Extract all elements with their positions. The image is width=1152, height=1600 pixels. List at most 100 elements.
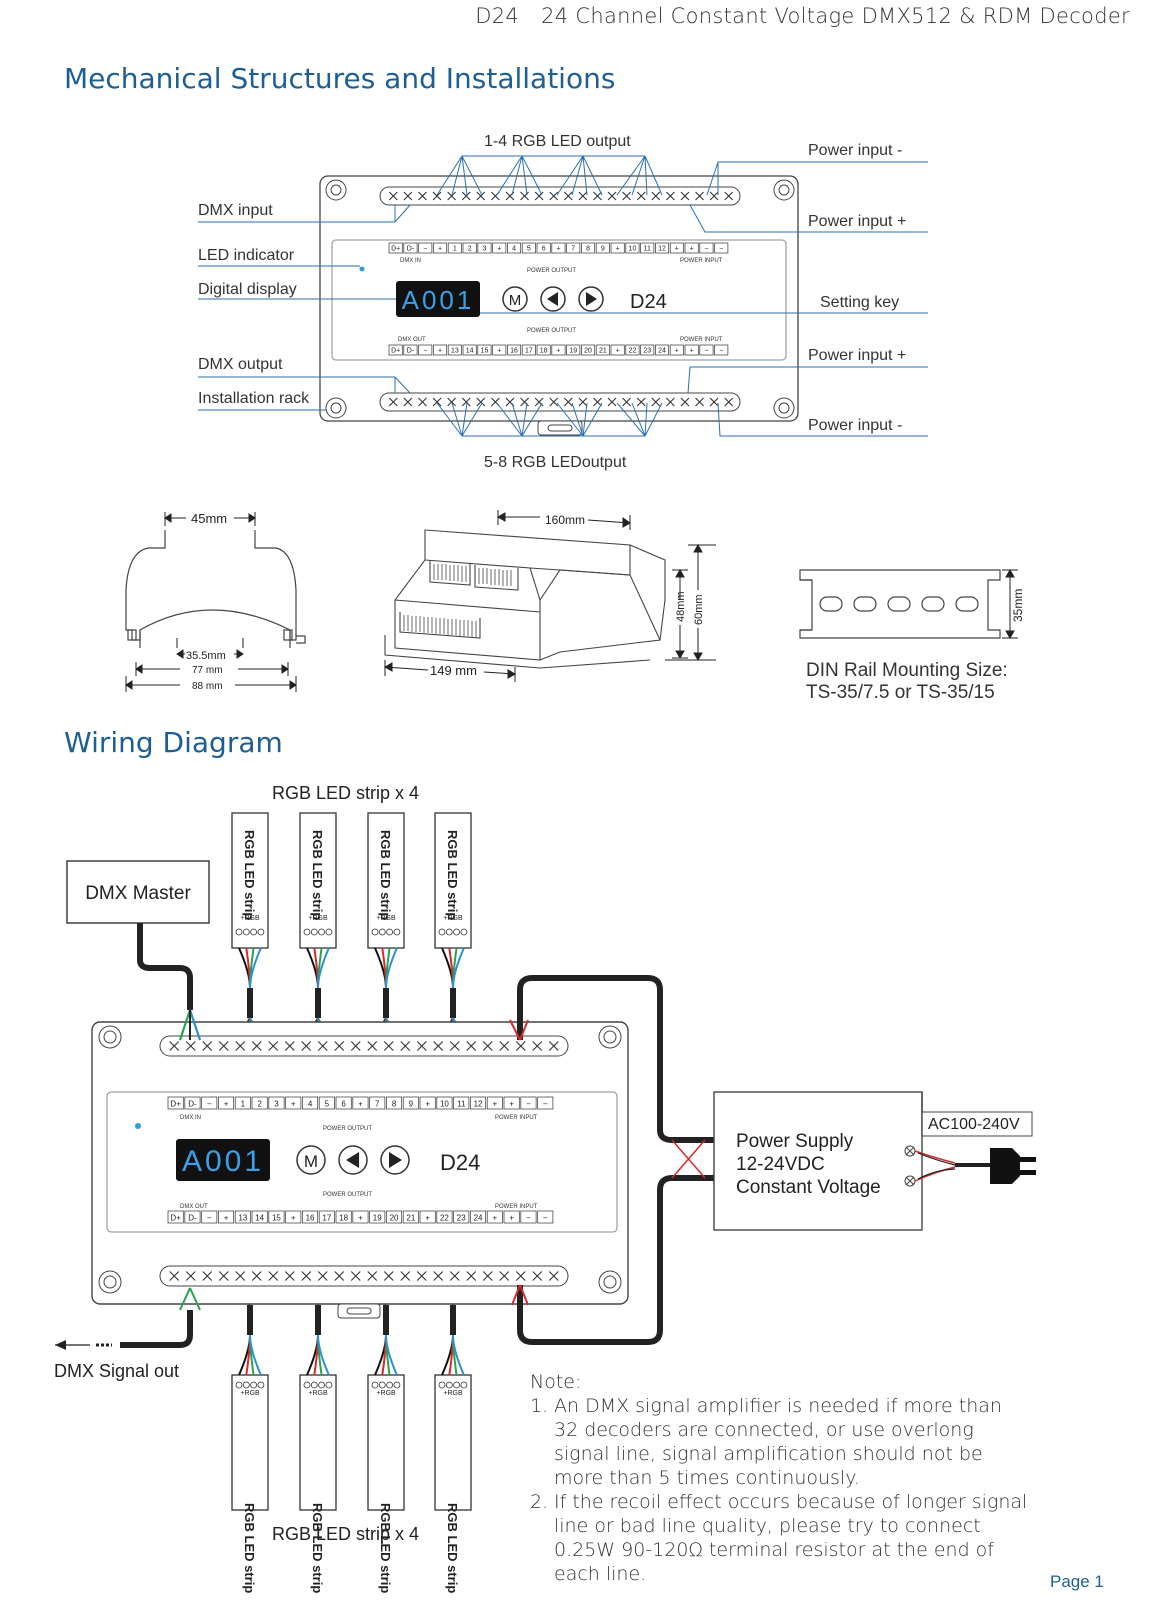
- label-power-input-minus-top: Power input -: [808, 142, 902, 159]
- din-rail-drawing: [799, 569, 1001, 639]
- terminal-cell: 12: [655, 242, 670, 254]
- note-title: Note:: [530, 1371, 582, 1393]
- controller-terminal-cell: 14: [251, 1210, 268, 1224]
- label-dmx-output: DMX output: [198, 356, 283, 373]
- dmx-signal-out-label: DMX Signal out: [54, 1361, 179, 1381]
- controller-terminal-label: +: [493, 1214, 498, 1223]
- terminal-cell: 15: [477, 344, 492, 356]
- controller-terminal-cell: 15: [268, 1210, 285, 1224]
- controller-key-m[interactable]: [296, 1145, 326, 1175]
- strip-label: RGB LED strip: [378, 1503, 393, 1593]
- rgb-led-strip: RGB LED strip+RGB: [299, 1281, 337, 1593]
- terminal-cell: +: [669, 344, 684, 356]
- terminal-label: 23: [643, 348, 651, 355]
- plug-icon: [990, 1148, 1020, 1184]
- controller-terminal-label: 21: [406, 1214, 415, 1223]
- rgb-led-strip: RGB LED strip+RGB: [299, 812, 337, 1041]
- controller-terminal-cell: 4: [302, 1096, 319, 1110]
- controller-terminal-cell: 6: [335, 1096, 352, 1110]
- terminal-cell: 13: [447, 344, 462, 356]
- label-dmx-input: DMX input: [198, 202, 273, 219]
- controller-terminal-label: 5: [325, 1100, 330, 1109]
- controller-terminal-cell: +: [503, 1210, 520, 1224]
- power-output-label-bottom: POWER OUTPUT: [527, 328, 576, 334]
- controller-terminal-label: D-: [188, 1100, 197, 1109]
- dmx-in-label: DMX IN: [400, 258, 421, 264]
- controller-terminal-label: −: [543, 1100, 548, 1109]
- controller-power-output-bottom: POWER OUTPUT: [323, 1192, 372, 1198]
- terminal-label: −: [719, 348, 723, 355]
- terminal-cell: 24: [655, 344, 670, 356]
- controller-terminal-cell: 24: [470, 1210, 487, 1224]
- power-supply-box: [713, 1091, 923, 1231]
- power-input-label-bottom: POWER INPUT: [680, 337, 723, 343]
- power-input-label-top: POWER INPUT: [680, 258, 723, 264]
- controller-terminal-top: [159, 1035, 569, 1057]
- key-m[interactable]: [502, 286, 528, 312]
- terminal-label: D-: [407, 246, 415, 253]
- controller-terminal-label: 9: [409, 1100, 414, 1109]
- controller-terminal-cell: D+: [167, 1096, 184, 1110]
- terminal-cell: 2: [462, 242, 477, 254]
- terminal-label: 16: [510, 348, 518, 355]
- terminal-cell: D+: [388, 344, 403, 356]
- controller-terminal-label: +: [358, 1100, 363, 1109]
- controller-terminal-cell: 10: [436, 1096, 453, 1110]
- controller-terminal-cell: 23: [453, 1210, 470, 1224]
- controller-terminal-cell: +: [419, 1210, 436, 1224]
- controller-terminal-label: −: [526, 1214, 531, 1223]
- rgb-led-strip: RGB LED strip+RGB: [231, 812, 269, 1041]
- terminal-cell: D-: [403, 242, 418, 254]
- terminal-cell: 14: [462, 344, 477, 356]
- note-block: Note: 1. An DMX signal amplifier is need…: [530, 1370, 1030, 1586]
- section-title-mechanical: Mechanical Structures and Installations: [64, 62, 616, 95]
- controller-power-input-bottom: POWER INPUT: [495, 1204, 538, 1210]
- terminal-cell: 20: [581, 344, 596, 356]
- dim-35-5: 35.5mm: [186, 650, 226, 662]
- terminal-cell: +: [551, 242, 566, 254]
- terminal-screws-bottom: [388, 397, 734, 407]
- terminal-cell: 5: [521, 242, 536, 254]
- note-item-text: If the recoil effect occurs because of l…: [554, 1491, 1028, 1585]
- terminal-cell: 7: [566, 242, 581, 254]
- terminal-label: 20: [584, 348, 592, 355]
- terminal-cell: −: [714, 344, 729, 356]
- arrow-right-icon: [586, 292, 597, 306]
- terminal-cell: 6: [536, 242, 551, 254]
- controller-terminal-label: 24: [474, 1214, 483, 1223]
- controller-terminal-cell: 21: [402, 1210, 419, 1224]
- controller-terminal-label: +: [358, 1214, 363, 1223]
- controller-terminal-cell: −: [537, 1096, 554, 1110]
- terminal-label: −: [704, 348, 708, 355]
- rgb-led-strip: RGB LED strip +RGB: [367, 1281, 405, 1593]
- label-led-indicator: LED indicator: [198, 247, 295, 264]
- rgb-strips-bottom-label: RGB LED strip x 4: [272, 1524, 419, 1544]
- controller-terminal-cell: −: [201, 1096, 218, 1110]
- label-power-input-minus-bottom: Power input -: [808, 417, 902, 434]
- terminal-cell: +: [551, 344, 566, 356]
- terminal-label: +: [556, 246, 560, 253]
- terminal-cell: +: [669, 242, 684, 254]
- controller-terminal-label: 1: [241, 1100, 246, 1109]
- strip-pins: +RGB: [376, 1390, 396, 1397]
- controller-terminal-cell: +: [218, 1096, 235, 1110]
- controller-terminal-cell: 18: [335, 1210, 352, 1224]
- terminal-label: +: [616, 246, 620, 253]
- controller-terminal-cell: D-: [184, 1210, 201, 1224]
- terminal-label: −: [704, 246, 708, 253]
- note-item: 2. If the recoil effect occurs because o…: [530, 1490, 1030, 1586]
- din-rail-size: TS-35/7.5 or TS-35/15: [806, 682, 995, 703]
- terminal-label: 12: [658, 246, 666, 253]
- terminal-cell: 23: [640, 344, 655, 356]
- controller-terminal-label: −: [526, 1100, 531, 1109]
- strip-pins: +RGB: [443, 1390, 463, 1397]
- controller-display-readout: A001: [182, 1145, 264, 1178]
- controller-terminal-label: 12: [474, 1100, 483, 1109]
- terminal-cell: 18: [536, 344, 551, 356]
- dim-48: 48mm: [675, 591, 687, 622]
- strip-label: RGB LED strip: [445, 1503, 460, 1593]
